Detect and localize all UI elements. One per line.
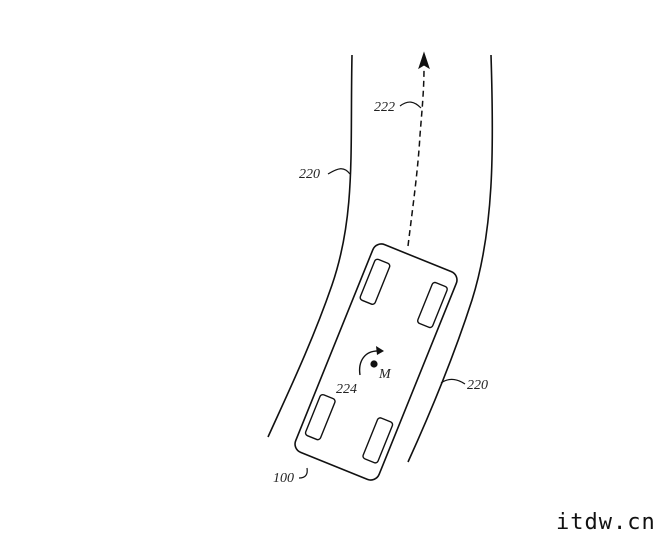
label-moment-symbol: M — [378, 367, 392, 382]
leader-line-220-left — [327, 168, 351, 175]
arrow-up-icon — [418, 51, 430, 70]
front-left-wheel — [359, 258, 391, 305]
center-of-mass-dot — [370, 360, 378, 368]
label-moment: 224 — [336, 382, 357, 397]
watermark-text: itdw.cn — [556, 510, 656, 535]
planned-path-dashed-line — [407, 67, 425, 247]
rotation-arrowhead — [376, 346, 384, 355]
leader-line-222 — [399, 101, 422, 109]
rear-right-wheel — [362, 417, 394, 464]
label-road-left: 220 — [299, 167, 320, 182]
road-right-boundary — [407, 54, 494, 463]
label-road-right: 220 — [467, 378, 488, 393]
road-left-boundary — [267, 54, 353, 438]
label-vehicle: 100 — [273, 471, 294, 486]
label-path: 222 — [374, 100, 395, 115]
front-right-wheel — [417, 281, 448, 329]
rotation-arrow-icon — [358, 350, 381, 376]
leader-line-220-right — [440, 378, 466, 385]
rear-left-wheel — [304, 393, 336, 441]
leader-line-100 — [298, 467, 308, 479]
